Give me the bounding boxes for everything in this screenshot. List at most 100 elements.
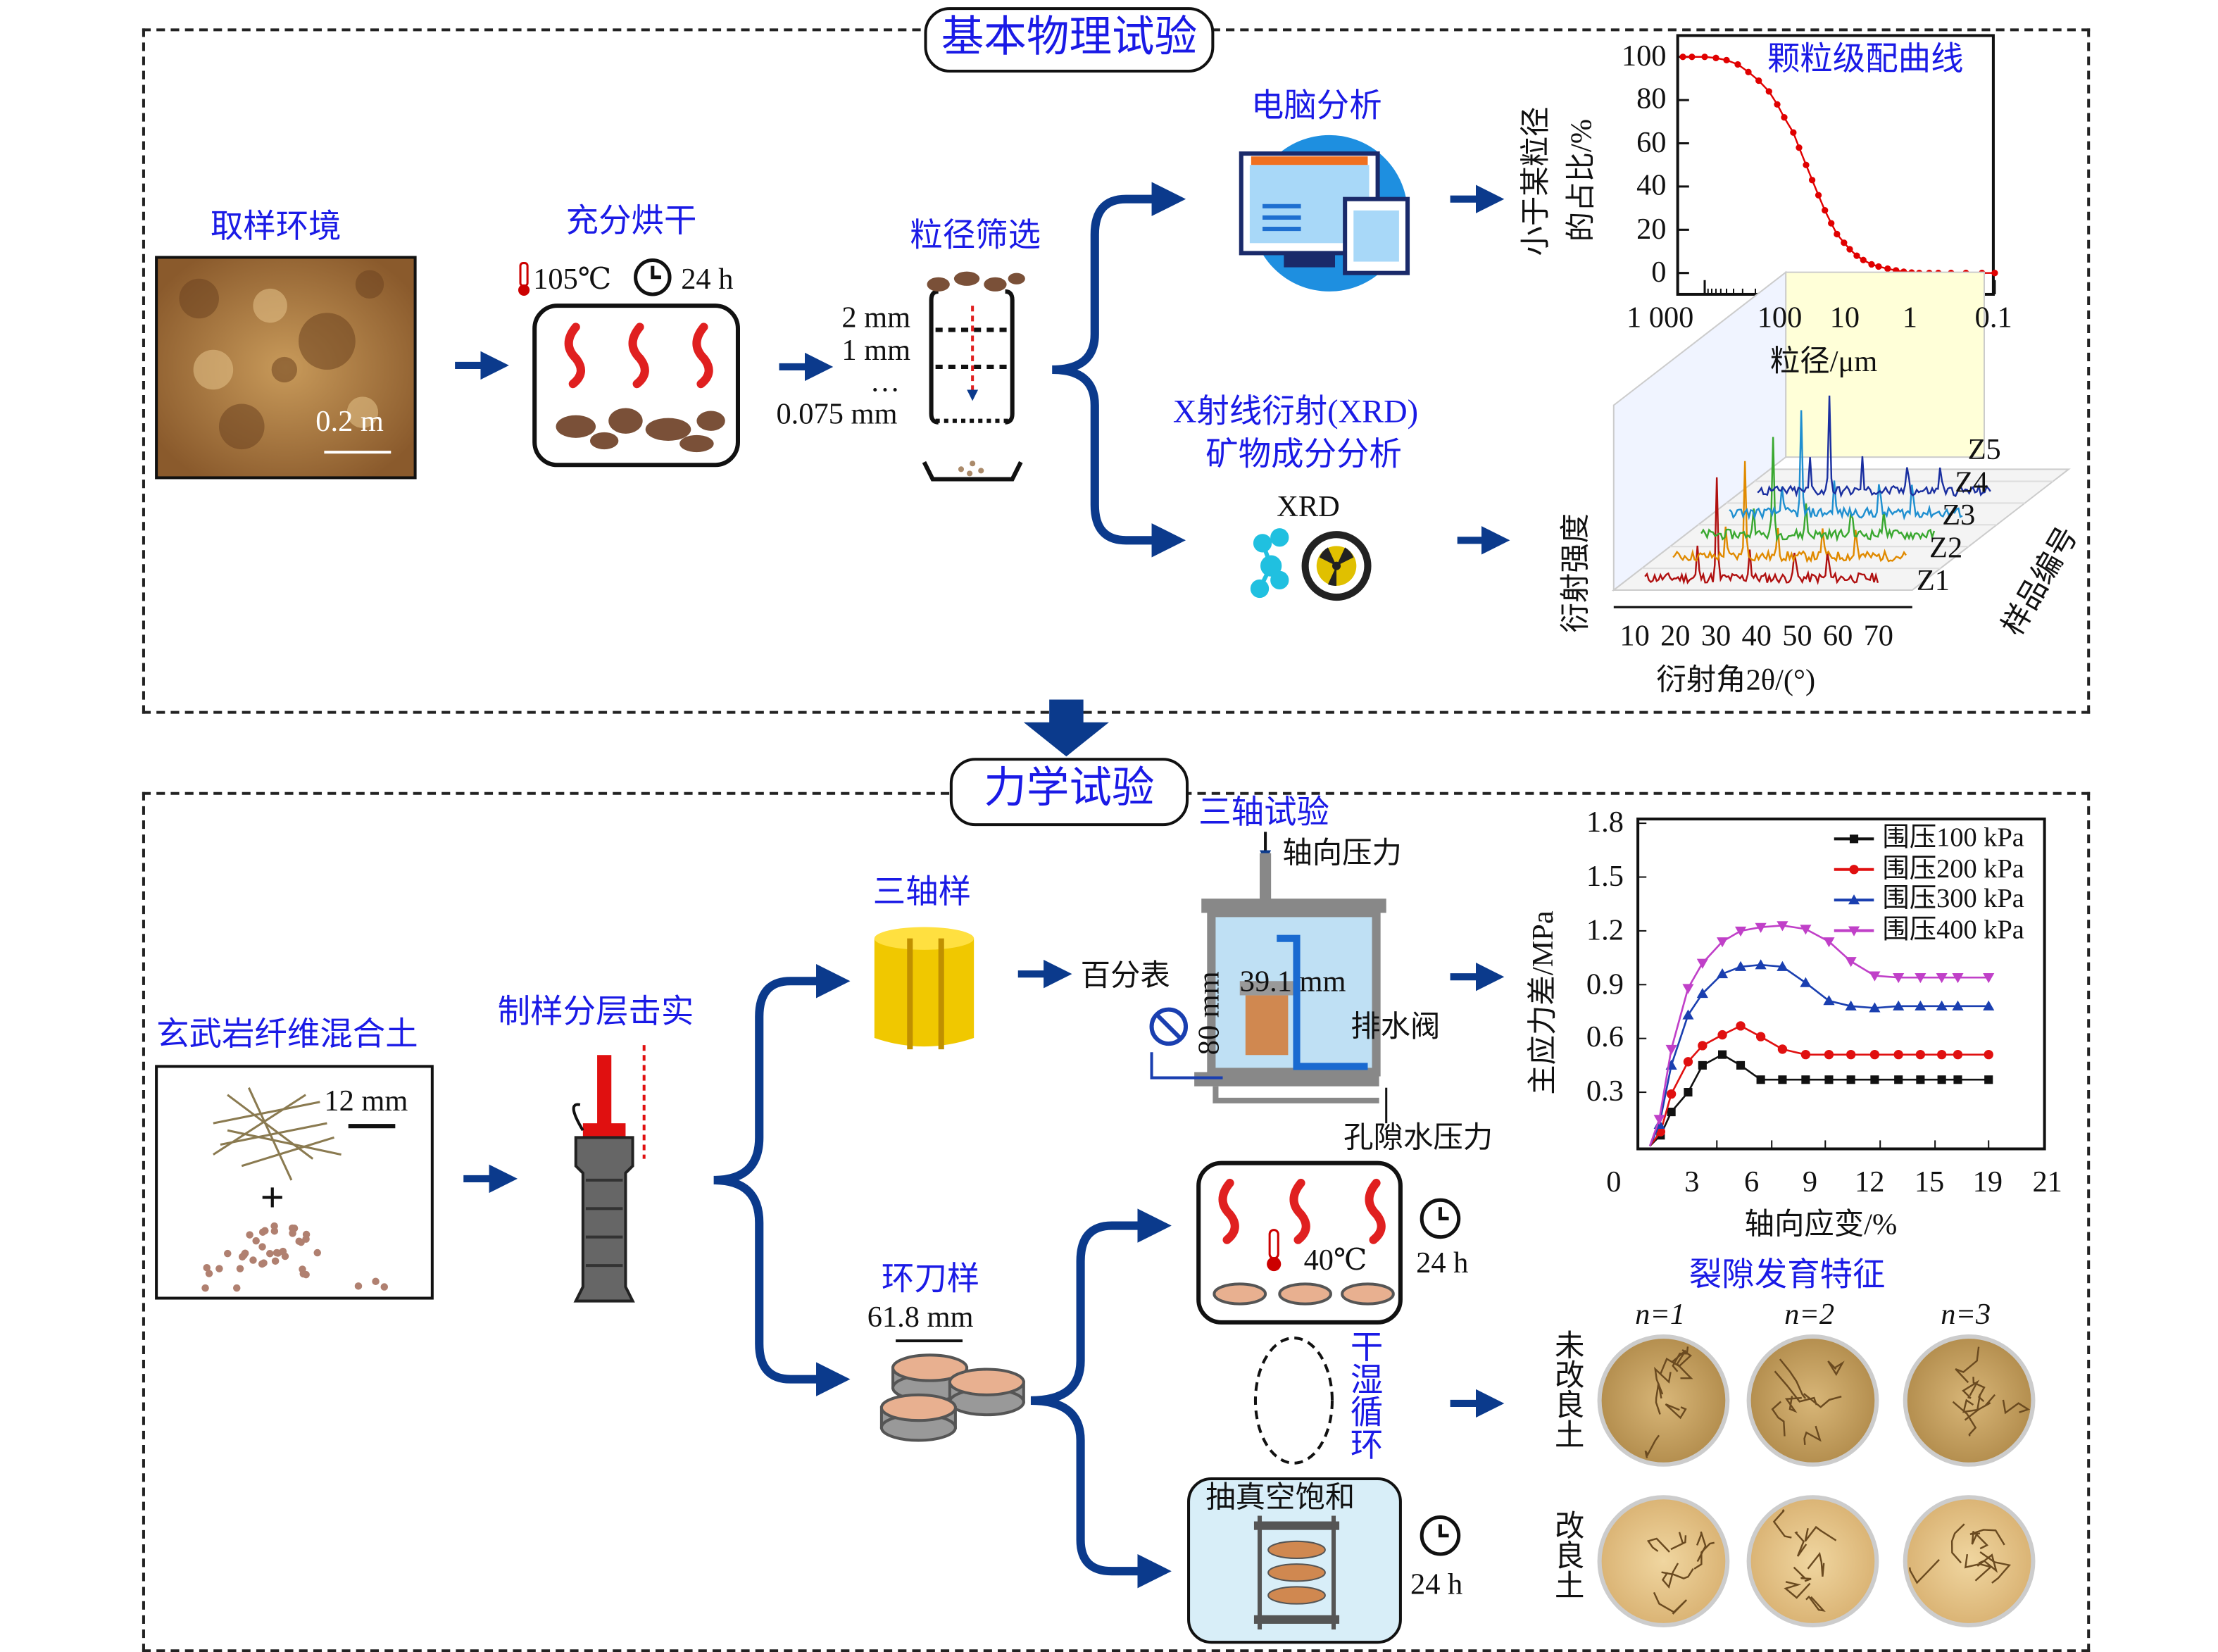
data-point xyxy=(1756,1075,1765,1084)
data-point xyxy=(1823,937,1835,948)
data-point xyxy=(1667,1108,1676,1117)
grading-ylabel-2: 的占比/% xyxy=(1564,118,1598,242)
tri-ylabel: 主应力差/MPa xyxy=(1525,911,1560,1095)
sieve-size-1mm: 1 mm xyxy=(841,332,911,367)
data-point xyxy=(1846,1049,1856,1060)
xrd-pattern-2 xyxy=(1672,461,1907,563)
crack-line xyxy=(1646,1537,1670,1553)
particle xyxy=(203,1263,211,1272)
xrd-xlabel: 衍射角2θ/(°) xyxy=(1656,662,1816,697)
crack-line xyxy=(1803,1425,1822,1446)
grading-point xyxy=(1765,88,1772,95)
data-point xyxy=(1893,1049,1903,1060)
x-tick-label: 30 xyxy=(1700,618,1731,653)
axial-pressure-label: 轴向压力 xyxy=(1282,836,1402,870)
series-line-4 xyxy=(1648,924,1989,1146)
z-tick-label: Z3 xyxy=(1942,497,1976,532)
particle xyxy=(299,1270,308,1278)
data-point xyxy=(1870,1075,1879,1084)
sampling-scale: 0.2 m xyxy=(315,403,384,438)
x-tick-label: 10 xyxy=(1829,300,1860,334)
grading-point xyxy=(1875,263,1882,270)
thermometer-icon xyxy=(518,262,530,296)
grading-point xyxy=(1774,101,1781,108)
data-point xyxy=(1683,1057,1693,1067)
crack-line xyxy=(1955,1346,1980,1384)
x-tick-label: 6 xyxy=(1744,1164,1760,1199)
particle xyxy=(232,1284,241,1292)
crack-line xyxy=(1827,1360,1845,1376)
xrd-pattern-1 xyxy=(1644,477,1879,585)
legend-label: 围压300 kPa xyxy=(1882,884,2024,915)
clock-icon xyxy=(634,258,672,296)
section-title-basic: 基本物理试验 xyxy=(924,7,1215,73)
crack-line xyxy=(1655,1383,1662,1415)
compaction-label: 制样分层击实 xyxy=(497,994,694,1030)
data-point xyxy=(1666,1089,1677,1099)
crack-line xyxy=(1976,1553,1998,1573)
drain-valve-label: 排水阀 xyxy=(1351,1009,1441,1044)
crack-line xyxy=(1793,1566,1812,1582)
grading-point xyxy=(1679,54,1686,61)
data-point xyxy=(1937,1075,1946,1084)
computer-monitor-icon xyxy=(1239,134,1410,292)
grading-point xyxy=(1688,54,1696,61)
y-tick-label: 1.8 xyxy=(1586,804,1624,839)
clock-icon-3 xyxy=(1420,1515,1461,1556)
data-point xyxy=(1848,894,1860,905)
data-point xyxy=(1845,957,1857,968)
particle xyxy=(224,1249,232,1258)
crack-line xyxy=(1693,1541,1715,1570)
crack-line xyxy=(1670,1532,1687,1551)
particle xyxy=(246,1231,253,1239)
data-point xyxy=(1698,1060,1707,1070)
mixture-label: 玄武岩纤维混合土 xyxy=(156,1016,418,1053)
grading-point xyxy=(1828,220,1835,227)
grading-point xyxy=(1841,239,1848,246)
crack-line xyxy=(1972,1377,1986,1403)
particle xyxy=(372,1277,380,1285)
data-point xyxy=(1665,1044,1677,1056)
particle xyxy=(249,1256,257,1264)
x-tick-label: 10 xyxy=(1619,618,1650,653)
crack-line xyxy=(1653,1591,1688,1615)
crack-line xyxy=(1805,1595,1826,1612)
crack-line xyxy=(1979,1551,2012,1584)
xrd-pattern-4 xyxy=(1729,410,1963,521)
y-tick-label: 1.2 xyxy=(1586,912,1624,947)
side-wall xyxy=(1612,270,1787,592)
data-point xyxy=(1869,971,1881,982)
data-point xyxy=(1894,1075,1903,1084)
crack-line xyxy=(1794,1531,1807,1557)
particle xyxy=(380,1283,389,1291)
oven-temp-label: 40℃ xyxy=(1303,1242,1367,1277)
crack-line xyxy=(1952,1401,1977,1437)
particle xyxy=(266,1249,274,1258)
xrd-ylabel: 衍射强度 xyxy=(1558,513,1593,633)
grading-point xyxy=(1755,77,1762,85)
plot-frame xyxy=(1636,818,2046,1151)
crack-row-improved: 改良土 xyxy=(1550,1510,1586,1600)
xrd-3d-chart xyxy=(1611,270,2071,608)
xrd-pattern-3 xyxy=(1700,437,1936,543)
data-point xyxy=(1755,1032,1766,1041)
xrd-label-2: 矿物成分分析 xyxy=(1205,436,1402,473)
y-tick-label: 60 xyxy=(1636,125,1667,159)
triaxial-test-label: 三轴试验 xyxy=(1198,794,1329,831)
x-tick-label: 20 xyxy=(1660,618,1691,653)
drying-temp: 105℃ xyxy=(533,261,612,296)
data-point xyxy=(1936,1000,1948,1010)
ring-samples-icon xyxy=(879,1353,1025,1442)
crack-line xyxy=(2002,1399,2031,1415)
x-tick-label: 60 xyxy=(1822,618,1853,653)
crack-line xyxy=(1771,1401,1786,1437)
sieve-size-0075mm: 0.075 mm xyxy=(776,396,898,431)
z-tick-label: Z4 xyxy=(1955,465,1988,499)
data-point xyxy=(1801,1075,1810,1084)
data-point xyxy=(1984,1049,1993,1060)
z-tick-label: Z2 xyxy=(1929,530,1963,565)
basalt-fiber-icon xyxy=(213,1087,342,1181)
crack-line xyxy=(1964,1553,1993,1582)
crack-line xyxy=(1779,1358,1807,1399)
legend-label: 围压200 kPa xyxy=(1882,853,2024,884)
